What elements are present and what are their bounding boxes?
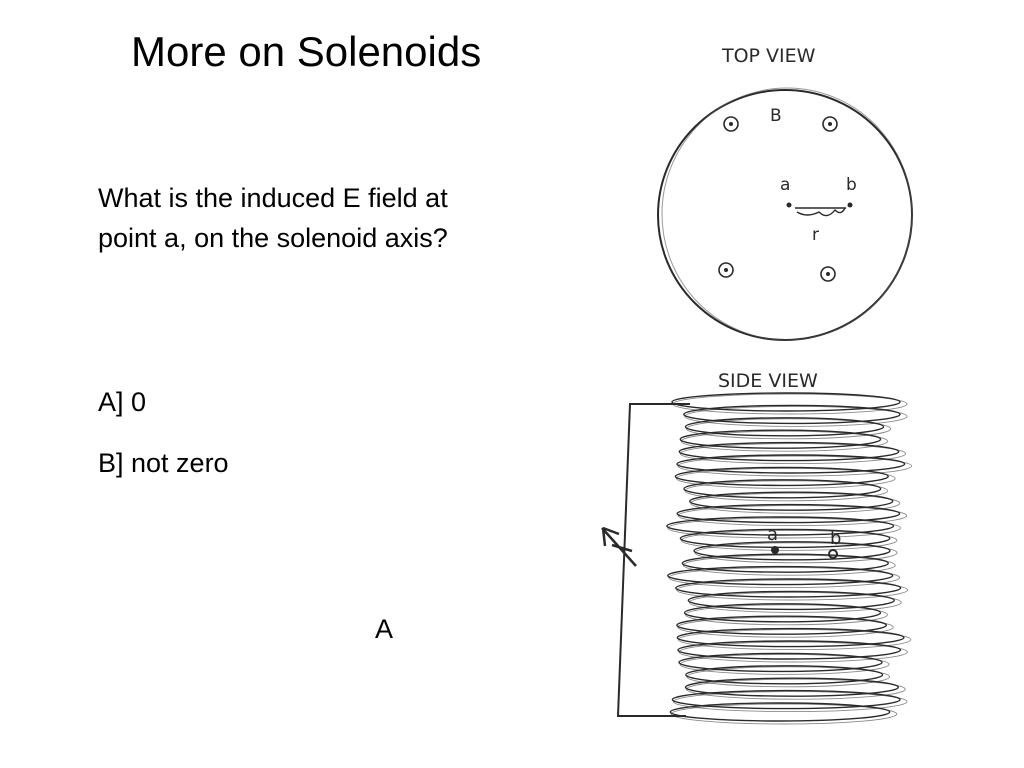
coil-winding [684,417,885,437]
coil-winding [686,678,906,700]
coil-winding [671,392,901,412]
side-point-b-label: b [830,528,841,549]
coil-winding [676,627,905,648]
field-label-b: B [770,106,782,126]
coil-winding [679,528,891,549]
radius-brace [796,207,846,217]
coil-winding [686,666,891,688]
coil-winding [674,466,889,487]
coil-winding [676,615,887,635]
coil-winding [678,652,883,673]
coil-winding [680,529,898,551]
coil-winding [666,516,895,536]
top-view-label: TOP VIEW [721,45,816,67]
field-dot-center [828,122,832,126]
field-dot-center [724,268,728,272]
coil-winding [677,616,894,638]
field-dot-icon [822,116,838,132]
coil-winding [681,553,889,573]
radius-label: r [812,225,819,245]
coil-winding [685,604,888,626]
coil-winding [669,702,891,722]
field-dot-center [826,272,830,276]
coil-winding [675,467,896,489]
top-point-a [786,202,792,208]
coil-winding [693,541,891,561]
coil-winding [679,653,890,675]
side-point-a-label: a [767,524,778,545]
question-text: What is the induced E field at point a, … [98,183,448,253]
coil-winding [679,443,907,465]
answer-text: A [375,614,394,644]
coil-winding [685,665,884,685]
coil-winding [684,405,908,427]
top-view-outline-trace [661,87,913,341]
coil-winding [678,641,908,663]
circuit-wire [616,403,690,717]
coil-winding [685,418,892,440]
coil-winding [677,640,902,660]
coil-winding [676,503,901,524]
coil-winding [667,517,901,539]
coil-winding [672,691,908,713]
coil-winding [683,404,901,425]
coil-winding [676,579,909,601]
side-point-b [828,549,838,559]
coil-winding [677,455,913,477]
coil-winding [687,590,895,611]
variable-source-icon [601,526,637,567]
field-dot-center [729,122,733,126]
coil-winding [677,629,912,651]
coil-winding [676,454,906,474]
coil-winding [688,591,902,613]
coil-winding [678,441,900,462]
top-point-b-label: b [846,175,857,195]
field-dot-icon [718,262,734,278]
coil-winding [668,567,901,589]
side-view-label: SIDE VIEW [718,370,818,392]
coil-winding [679,429,882,449]
coil-winding [683,603,882,623]
side-point-a [771,546,779,554]
top-point-b [847,202,853,208]
coil-winding [670,703,898,725]
top-view-diagram: TOP VIEW B a b r [657,45,913,341]
side-view-diagram: SIDE VIEW a b [601,370,913,725]
coil-winding [690,492,901,514]
coil-winding [675,578,902,598]
slide-title: More on Solenoids [131,28,482,75]
coil-winding [682,554,896,576]
coil-winding [667,565,894,586]
coil-winding [677,505,908,527]
option-b: B] not zero [98,448,229,478]
coil-winding [683,479,882,499]
coil-winding [684,677,900,697]
coil-winding [684,480,889,502]
option-a: A] 0 [98,387,147,417]
coil-winding [671,689,901,710]
top-point-a-label: a [780,175,790,195]
coil-winding [680,430,889,452]
coil-winding [689,491,894,511]
field-out-of-page-marks [718,116,838,282]
coil-winding [694,542,898,564]
field-dot-icon [820,266,836,282]
field-dot-icon [723,116,739,132]
solenoid-coils [666,392,913,725]
